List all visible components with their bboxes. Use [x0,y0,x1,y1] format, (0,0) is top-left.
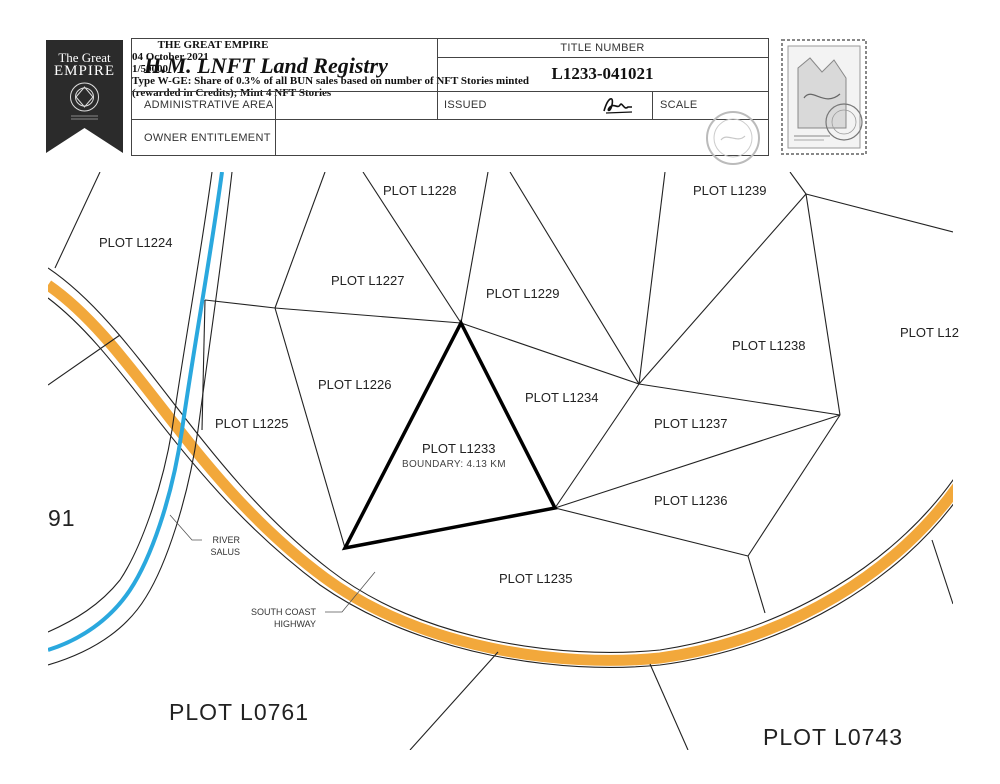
river-label: RIVER SALUS [190,534,240,558]
plot-label-l1239: PLOT L1239 [693,183,767,198]
banner-line2: EMPIRE [53,63,115,79]
river-label-line2: SALUS [210,547,240,557]
issued-value: 04 October 2021 [132,51,209,63]
plot-label-l1237: PLOT L1237 [654,416,728,431]
boundary-length: BOUNDARY: 4.13 KM [402,459,506,470]
plot-label-l0743: PLOT L0743 [763,724,904,750]
plot-label-l1234: PLOT L1234 [525,390,599,405]
owner-entitlement-line2: (rewarded in Credits); Mint 4 NFT Storie… [132,87,332,99]
plot-label-l1235: PLOT L1235 [499,571,573,586]
plot-label-l1227: PLOT L1227 [331,273,405,288]
admin-area-value: THE GREAT EMPIRE [157,39,269,51]
owner-entitlement-line1: Type W-GE: Share of 0.3% of all BUN sale… [132,75,530,87]
highway-label: SOUTH COAST HIGHWAY [226,606,316,630]
scale-value: 1/50000 [132,63,169,75]
plot-label-l1236: PLOT L1236 [654,493,728,508]
registry-seal-icon [706,111,760,165]
plot-label-l1229: PLOT L1229 [486,286,560,301]
road-inner-edge [48,297,953,668]
postage-stamp-icon [781,39,867,155]
highway-label-line1: SOUTH COAST [250,607,316,617]
plot-l1233-boundary [341,319,558,551]
river-label-line1: RIVER [212,535,240,545]
title-number-label: TITLE NUMBER [560,42,645,54]
issued-label: ISSUED [444,99,487,111]
empire-logo-banner: The Great EMPIRE [46,40,123,153]
plot-label-l1224: PLOT L1224 [99,235,173,250]
plot-label-l12-partial: PLOT L12 [900,325,960,340]
plot-label-l1228: PLOT L1228 [383,183,457,198]
owner-entitlement-label: OWNER ENTITLEMENT [144,132,271,144]
plot-label-l1225: PLOT L1225 [215,416,289,431]
road-outer-edge [48,267,953,653]
banner-line1: The Great [58,50,111,65]
banner-shape [46,40,123,153]
registry-title: H.M. LNFT Land Registry [144,53,388,78]
scale-label: SCALE [660,99,698,111]
plot-label-l1226: PLOT L1226 [318,377,392,392]
plot-label-l1238: PLOT L1238 [732,338,806,353]
highway-label-line2: HIGHWAY [274,619,316,629]
registry-header-table: H.M. LNFT Land Registry TITLE NUMBER L12… [131,38,769,156]
plot-label-91-partial: 91 [48,505,76,531]
plot-label-l0761: PLOT L0761 [169,699,310,725]
admin-area-label: ADMINISTRATIVE AREA [144,99,274,111]
south-coast-highway [48,280,953,666]
signature-icon [603,98,633,114]
plot-label-l1233: PLOT L1233 [422,441,496,456]
river-salus [48,172,224,652]
title-number: L1233-041021 [551,64,654,83]
